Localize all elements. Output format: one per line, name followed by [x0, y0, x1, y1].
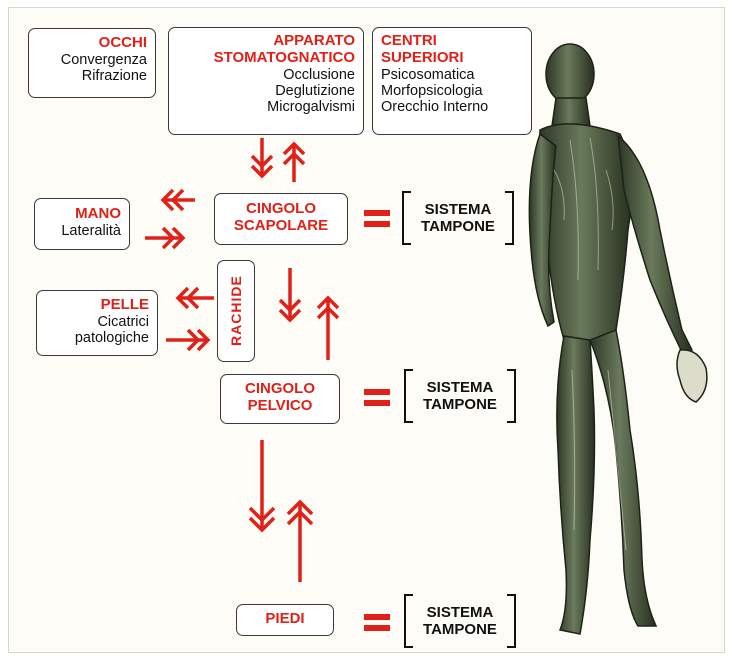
sistema-label: SISTEMA	[427, 604, 494, 621]
apparato-line-2: Deglutizione	[177, 83, 355, 99]
piedi-title: PIEDI	[241, 611, 329, 628]
box-occhi: OCCHI Convergenza Rifrazione	[28, 28, 156, 98]
sistema-tampone-1: SISTEMA TAMPONE	[402, 191, 514, 245]
sistema-tampone-2: SISTEMA TAMPONE	[404, 369, 516, 423]
tampone-label: TAMPONE	[423, 621, 497, 638]
arrow-down-icon	[252, 138, 272, 176]
apparato-title-1: APPARATO	[177, 33, 355, 50]
arrow-right-icon	[145, 228, 183, 248]
equals-icon	[364, 210, 390, 227]
pelle-line-2: patologiche	[45, 330, 149, 346]
human-figure-icon	[520, 30, 720, 650]
box-apparato: APPARATO STOMATOGNATICO Occlusione Deglu…	[168, 27, 364, 135]
rachide-label: RACHIDE	[217, 260, 255, 362]
box-pelle: PELLE Cicatrici patologiche	[36, 290, 158, 356]
arrow-up-icon	[284, 144, 304, 182]
centri-line-1: Psicosomatica	[381, 67, 523, 83]
mano-arrows	[143, 186, 199, 256]
centri-line-3: Orecchio Interno	[381, 99, 523, 115]
cingolo-pelvico-title-1: CINGOLO	[225, 381, 335, 398]
box-cingolo-pelvico: CINGOLO PELVICO	[220, 374, 340, 424]
box-cingolo-scapolare: CINGOLO SCAPOLARE	[214, 193, 348, 245]
pelvico-piedi-arrows	[244, 436, 326, 586]
box-piedi: PIEDI	[236, 604, 334, 636]
occhi-title: OCCHI	[37, 35, 147, 52]
arrow-right-icon	[166, 330, 208, 350]
sistema-tampone-3: SISTEMA TAMPONE	[404, 594, 516, 648]
centri-line-2: Morfopsicologia	[381, 83, 523, 99]
rachide-arrows	[272, 264, 348, 364]
occhi-line-1: Convergenza	[37, 52, 147, 68]
arrow-left-icon	[178, 288, 214, 308]
apparato-title-2: STOMATOGNATICO	[177, 50, 355, 67]
centri-title-2: SUPERIORI	[381, 50, 523, 67]
mano-title: MANO	[43, 206, 121, 223]
equals-icon	[364, 614, 390, 631]
arrow-down-icon	[250, 440, 274, 530]
occhi-line-2: Rifrazione	[37, 68, 147, 84]
sistema-label: SISTEMA	[427, 379, 494, 396]
arrow-down-icon	[280, 268, 300, 320]
mano-line-1: Lateralità	[43, 223, 121, 239]
arrow-up-icon	[288, 502, 312, 582]
arrow-left-icon	[163, 190, 195, 210]
box-centri: CENTRI SUPERIORI Psicosomatica Morfopsic…	[372, 27, 532, 135]
arrow-up-icon	[318, 298, 338, 360]
cingolo-scapolare-title-2: SCAPOLARE	[219, 218, 343, 235]
pelle-title: PELLE	[45, 297, 149, 314]
cingolo-pelvico-title-2: PELVICO	[225, 398, 335, 415]
tampone-label: TAMPONE	[423, 396, 497, 413]
box-mano: MANO Lateralità	[34, 198, 130, 250]
apparato-arrows	[240, 136, 320, 184]
sistema-label: SISTEMA	[425, 201, 492, 218]
equals-icon	[364, 389, 390, 406]
pelle-line-1: Cicatrici	[45, 314, 149, 330]
apparato-line-3: Microgalvismi	[177, 99, 355, 115]
tampone-label: TAMPONE	[421, 218, 495, 235]
centri-title-1: CENTRI	[381, 33, 523, 50]
apparato-line-1: Occlusione	[177, 67, 355, 83]
cingolo-scapolare-title-1: CINGOLO	[219, 201, 343, 218]
pelle-arrows	[164, 282, 220, 362]
